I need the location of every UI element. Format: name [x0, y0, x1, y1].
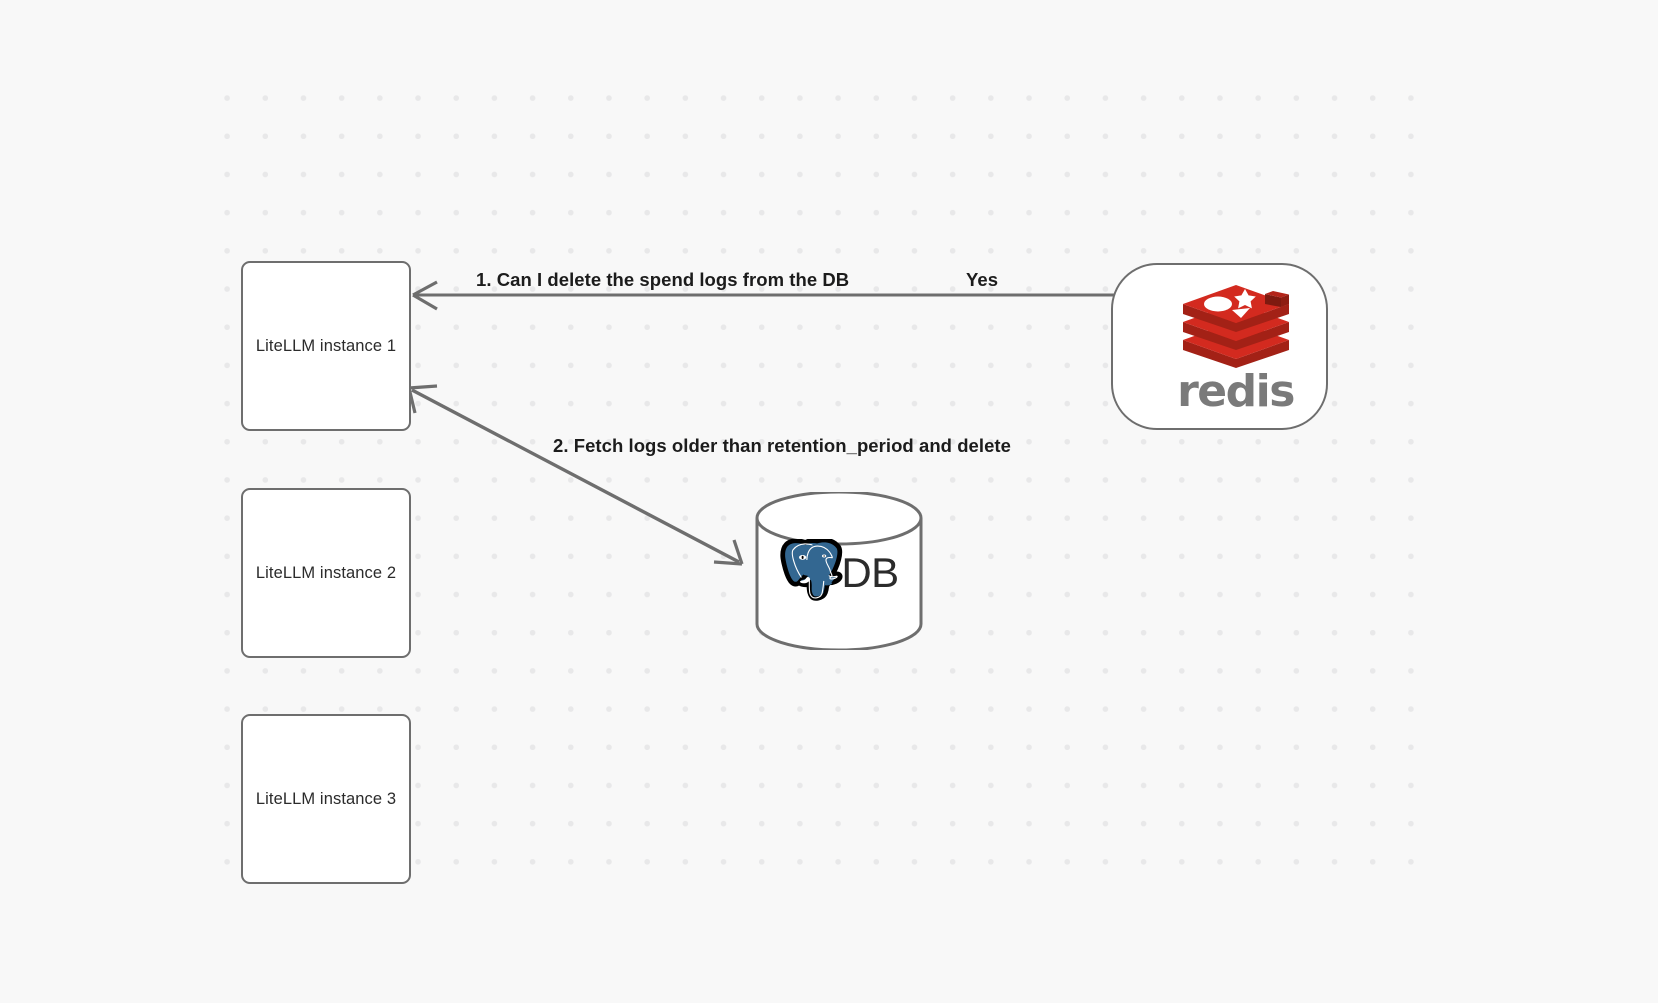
edge-litellm1-db	[407, 384, 744, 566]
node-label: LiteLLM instance 1	[255, 336, 397, 355]
node-litellm-instance-2[interactable]: LiteLLM instance 2	[241, 488, 411, 658]
node-litellm-instance-1[interactable]: LiteLLM instance 1	[241, 261, 411, 431]
db-label: DB	[841, 549, 899, 596]
redis-wordmark: redis	[1177, 366, 1295, 418]
postgresql-elephant-icon	[779, 537, 843, 608]
node-redis[interactable]: redis	[1111, 263, 1328, 430]
node-label: LiteLLM instance 3	[255, 789, 397, 808]
edge-label-reply: Yes	[966, 269, 999, 290]
redis-logo-icon	[1177, 280, 1295, 373]
node-litellm-instance-3[interactable]: LiteLLM instance 3	[241, 714, 411, 884]
node-database[interactable]: DB	[753, 492, 925, 650]
edge-label-request: 1. Can I delete the spend logs from the …	[476, 269, 850, 290]
edge-label-fetch-delete: 2. Fetch logs older than retention_perio…	[553, 435, 1011, 456]
node-label: LiteLLM instance 2	[255, 563, 397, 582]
